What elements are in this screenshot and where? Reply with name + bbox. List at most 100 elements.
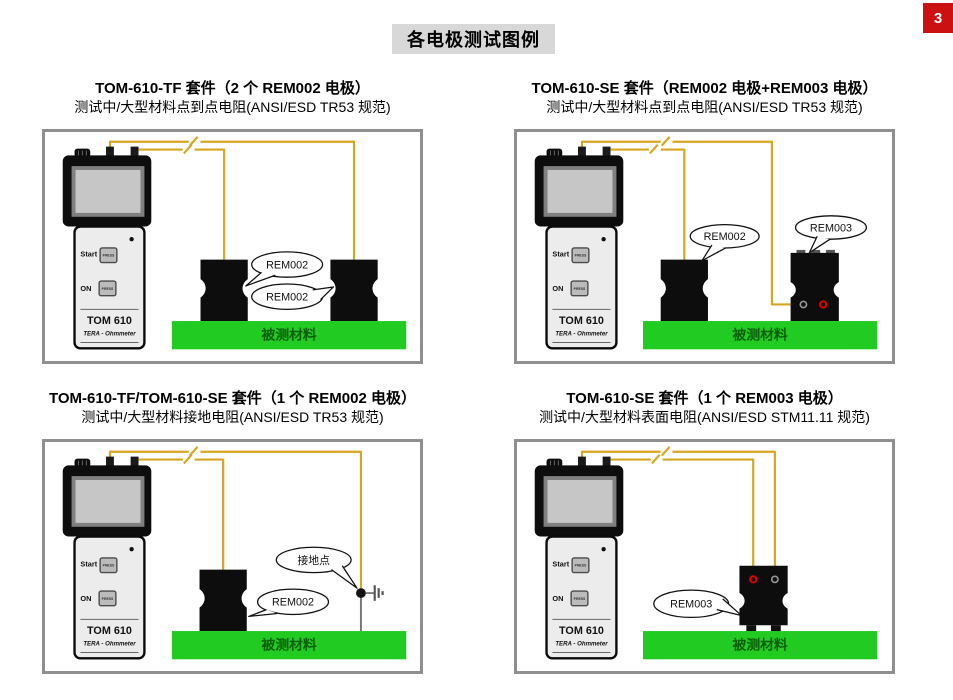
press-button-label: PRESS <box>574 597 586 601</box>
wire-terminal <box>130 146 139 157</box>
material-label: 被测材料 <box>262 327 317 343</box>
bubble-label: REM002 <box>266 259 308 271</box>
start-label: Start <box>80 560 97 569</box>
panel-title: TOM-610-SE 套件（REM002 电极+REM003 电极） <box>531 80 878 97</box>
meter-model: TOM 610 <box>87 625 132 637</box>
speech-bubble: REM002 <box>245 251 324 287</box>
meter-type: TERA - Ohmmeter <box>83 332 136 338</box>
panel-subtitle: 测试中/大型材料点到点电阻(ANSI/ESD TR53 规范) <box>74 99 391 115</box>
speech-bubble: REM003 <box>794 215 868 254</box>
indicator-dot <box>601 547 606 552</box>
meter-screen <box>547 170 613 213</box>
panel-subtitle: 测试中/大型材料点到点电阻(ANSI/ESD TR53 规范) <box>546 99 863 115</box>
rem002-electrode <box>330 259 378 322</box>
indicator-dot <box>129 237 134 242</box>
on-label: ON <box>552 594 563 603</box>
panel-title: TOM-610-TF/TOM-610-SE 套件（1 个 REM002 电极） <box>48 390 417 407</box>
on-button <box>98 590 117 607</box>
meter-screen <box>547 480 613 523</box>
terminal-dot-gray <box>770 575 779 584</box>
press-button-label: PRESS <box>102 597 114 601</box>
meter-model: TOM 610 <box>559 625 604 637</box>
on-button <box>98 280 117 297</box>
material-label: 被测材料 <box>733 327 788 343</box>
start-label: Start <box>80 250 97 259</box>
start-button <box>571 557 590 574</box>
press-button-label: PRESS <box>102 287 114 291</box>
page-number-badge: 3 <box>923 3 953 33</box>
on-button <box>570 280 589 297</box>
rem002-electrode <box>660 259 708 322</box>
wire-terminal <box>106 456 114 467</box>
on-label: ON <box>80 594 91 603</box>
bubble-label: REM002 <box>266 292 308 304</box>
diagram-frame: Start PRESS ON PRESS TOM 610 TERA - Ohmm… <box>42 439 423 674</box>
start-label: Start <box>552 560 569 569</box>
terminal-dot-gray <box>799 300 808 309</box>
tom610-meter: Start PRESS ON PRESS TOM 610 TERA - Ohmm… <box>534 456 624 660</box>
diagram-surface-resistance: Start PRESS ON PRESS TOM 610 TERA - Ohmm… <box>534 446 878 660</box>
terminal-dot-red <box>749 575 758 584</box>
indicator-dot <box>129 547 134 552</box>
start-button <box>99 247 118 264</box>
panel-surface-resistance: TOM-610-SE 套件（1 个 REM003 电极） 测试中/大型材料表面电… <box>514 389 895 674</box>
material-under-test <box>642 321 878 350</box>
page-title: 各电极测试图例 <box>392 24 555 54</box>
rem002-electrode <box>199 569 247 632</box>
bubble-label: REM003 <box>810 222 852 234</box>
diagram-frame: Start PRESS ON PRESS TOM 610 TERA - Ohmm… <box>514 439 895 674</box>
rem003-electrode <box>790 249 839 322</box>
diagram-frame: Start PRESS ON PRESS TOM 610 TERA - Ohmm… <box>514 129 895 364</box>
indicator-dot <box>601 237 606 242</box>
on-label: ON <box>552 284 563 293</box>
ground-icon <box>356 585 384 601</box>
wire-terminal <box>130 456 139 467</box>
meter-type: TERA - Ohmmeter <box>83 642 136 648</box>
speech-bubble: REM003 <box>653 589 743 619</box>
start-button <box>99 557 118 574</box>
diagram-ground-resistance: Start PRESS ON PRESS TOM 610 TERA - Ohmm… <box>62 446 407 660</box>
meter-model: TOM 610 <box>559 315 604 327</box>
bubble-label: REM002 <box>272 597 314 609</box>
material-label: 被测材料 <box>733 637 788 653</box>
speech-bubble: 接地点 <box>275 546 358 589</box>
panel-ground-resistance: TOM-610-TF/TOM-610-SE 套件（1 个 REM002 电极） … <box>42 389 423 674</box>
speech-bubble: REM002 <box>689 223 760 262</box>
rem002-electrode <box>200 259 248 322</box>
bubble-label: REM002 <box>704 231 746 243</box>
diagram-point-to-point-tf: Start PRESS ON PRESS TOM 610 TERA - Ohmm… <box>62 136 407 350</box>
tom610-meter: Start PRESS ON PRESS TOM 610 TERA - Ohmm… <box>62 146 152 350</box>
meter-type: TERA - Ohmmeter <box>555 332 608 338</box>
material-under-test <box>642 631 878 660</box>
diagram-point-to-point-se: Start PRESS ON PRESS TOM 610 TERA - Ohmm… <box>534 136 878 350</box>
speech-bubble: REM002 <box>251 283 335 310</box>
panel-title: TOM-610-TF 套件（2 个 REM002 电极） <box>95 80 370 97</box>
wire-terminal <box>578 456 586 467</box>
meter-screen <box>75 480 141 523</box>
panel-subtitle: 测试中/大型材料接地电阻(ANSI/ESD TR53 规范) <box>81 409 384 425</box>
diagram-frame: Start PRESS ON PRESS TOM 610 TERA - Ohmm… <box>42 129 423 364</box>
terminal-dot-red <box>818 300 828 309</box>
tom610-meter: Start PRESS ON PRESS TOM 610 TERA - Ohmm… <box>534 146 624 350</box>
wire-terminal <box>602 146 611 157</box>
press-button-label: PRESS <box>103 254 115 258</box>
wire-terminal <box>578 146 586 157</box>
press-button-label: PRESS <box>575 564 587 568</box>
panel-subtitle: 测试中/大型材料表面电阻(ANSI/ESD STM11.11 规范) <box>539 409 870 425</box>
tom610-meter: Start PRESS ON PRESS TOM 610 TERA - Ohmm… <box>62 456 152 660</box>
meter-screen <box>75 170 141 213</box>
wire-terminal <box>602 456 611 467</box>
bubble-label: REM003 <box>670 599 712 611</box>
bubble-label: 接地点 <box>297 554 330 567</box>
on-label: ON <box>80 284 91 293</box>
panel-tom610se-rem002-rem003: TOM-610-SE 套件（REM002 电极+REM003 电极） 测试中/大… <box>514 79 895 364</box>
material-under-test <box>171 321 407 350</box>
meter-model: TOM 610 <box>87 315 132 327</box>
start-label: Start <box>552 250 569 259</box>
press-button-label: PRESS <box>575 254 587 258</box>
material-under-test <box>171 631 407 660</box>
ground-point <box>356 588 366 598</box>
wire-terminal <box>106 146 114 157</box>
panel-title: TOM-610-SE 套件（1 个 REM003 电极） <box>566 390 843 407</box>
